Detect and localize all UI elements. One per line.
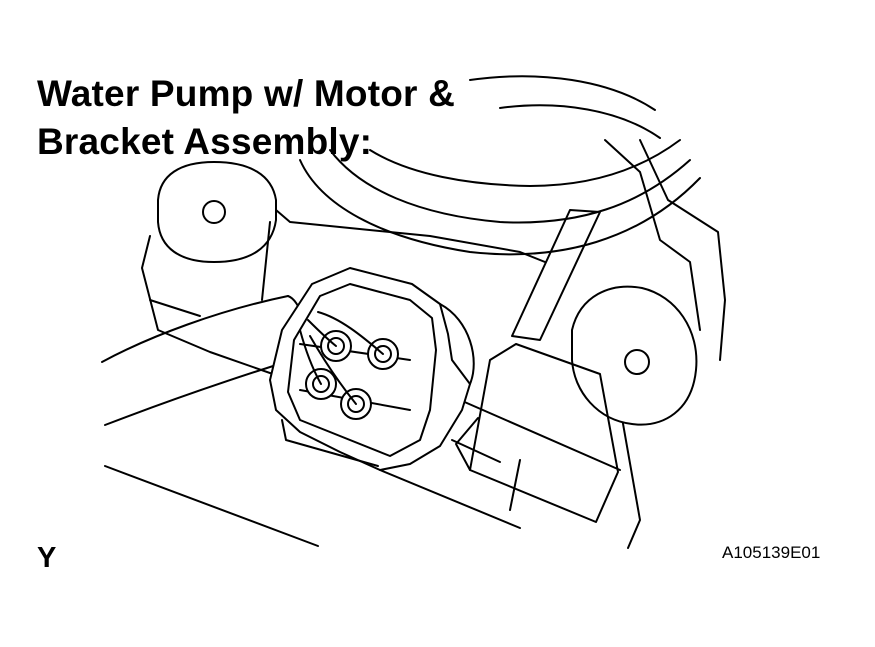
- view-letter: Y: [37, 542, 57, 574]
- lower-block: [455, 343, 619, 523]
- figure-title-line-2: Bracket Assembly:: [37, 121, 373, 162]
- connector-body: [269, 267, 475, 471]
- connector-pins: [299, 311, 399, 420]
- bracket-body: [141, 209, 546, 381]
- pump-housing-arcs: [299, 75, 701, 256]
- right-mounting-boss: [571, 285, 698, 426]
- upper-mounting-boss: [157, 161, 277, 263]
- figure-title: Water Pump w/ Motor & Bracket Assembly:: [37, 70, 455, 166]
- figure-code: A105139E01: [722, 543, 821, 562]
- figure-title-line-1: Water Pump w/ Motor &: [37, 73, 456, 114]
- lower-contour-lines: [104, 399, 621, 547]
